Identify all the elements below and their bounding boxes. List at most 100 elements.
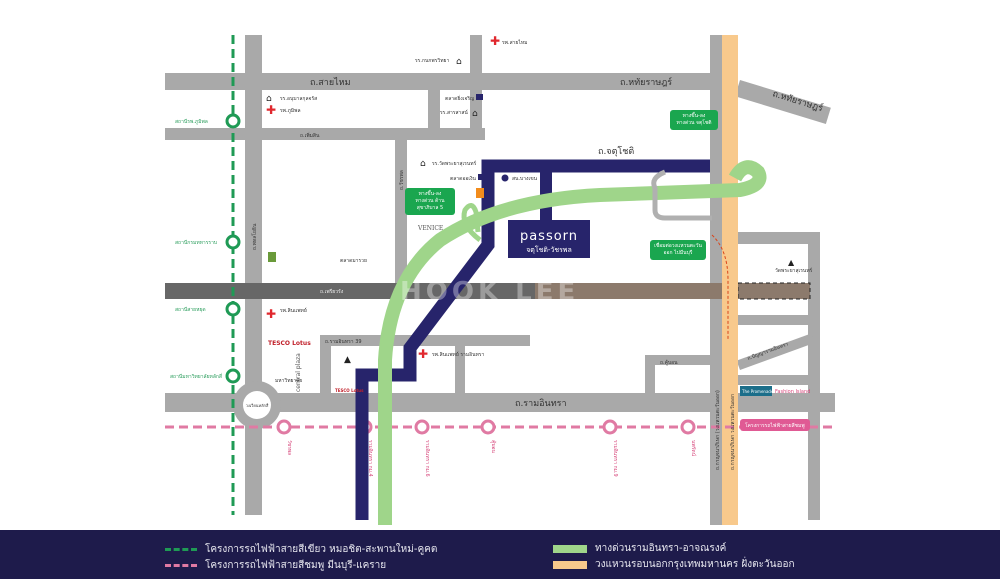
- green-station-label: สถานีมหาวิทยาลัยหลักสี่: [170, 373, 222, 380]
- legend-label: ทางด่วนรามอินทรา-อาจณรงค์: [595, 543, 727, 554]
- tesco-logo: TESCO Lotus: [268, 340, 311, 347]
- market-icon: [476, 94, 483, 100]
- green-station[interactable]: [225, 113, 241, 129]
- store-icon: [268, 252, 276, 262]
- roundabout-center: [243, 391, 271, 419]
- hospital-icon: ✚: [490, 34, 500, 48]
- road-north-spur: [470, 35, 482, 140]
- legend-label: วงแหวนรอบนอกกรุงเทพมหานคร ฝั่งตะวันออก: [595, 559, 795, 570]
- road-label-chatuchot: ถ.จตุโชติ: [598, 146, 634, 157]
- ring-connector: [711, 234, 729, 340]
- school-icon: ⌂: [266, 94, 272, 104]
- road-label-ring: ถ.กาญจนาภิเษก (วงแหวนตะวันออก): [714, 390, 721, 470]
- project-name: passorn: [520, 229, 578, 244]
- road-phoem-sin: [165, 128, 485, 140]
- expressway-ramp: [461, 203, 482, 242]
- green-station-label: สถานีรพ.ภูมิพล: [175, 118, 208, 125]
- school-icon: ⌂: [472, 109, 478, 119]
- school-icon: ⌂: [456, 57, 462, 67]
- school-icon: ⌂: [420, 159, 426, 169]
- place-label: ตลาดออเงิน: [450, 175, 477, 182]
- place-label: รพ.ภูมิพล: [280, 107, 301, 114]
- fashion-island-logo: Fashion Island: [775, 389, 810, 395]
- place-label: วัดพระยาสุเรนทร์: [775, 267, 813, 274]
- green-station-label: สถานีสายหยุด: [175, 306, 206, 313]
- expressway: [378, 160, 767, 525]
- interchange-ramp: [651, 169, 712, 221]
- venice-logo: VENICE: [417, 225, 443, 232]
- road-label-ram-39: ถ.รามอินทรา 39: [325, 338, 362, 345]
- road-label-khu-bon: ถ.คู้บอน: [660, 359, 678, 366]
- road-sai-mai: [165, 73, 725, 90]
- road-dashed-ext: [737, 282, 811, 300]
- callout-chatuchot: ทางขึ้น-ลง ทางด่วน จตุโชติ: [670, 110, 718, 130]
- legend-label: โครงการรถไฟฟ้าสายสีชมพู มีนบุรี-แคราย: [205, 560, 387, 571]
- store-icon: [476, 188, 484, 198]
- legend-pink-line: โครงการรถไฟฟ้าสายสีชมพู มีนบุรี-แคราย: [165, 558, 386, 573]
- green-station-label: สถานีกรมทหารราบ: [175, 239, 217, 246]
- legend-green-line: โครงการรถไฟฟ้าสายสีเขียว หมอชิต-สะพานใหม…: [165, 542, 437, 557]
- roads: [165, 35, 835, 525]
- hospital-icon: ✚: [266, 307, 276, 321]
- place-label: ตลาดยิ่งเจริญ: [445, 95, 474, 102]
- road-east-h: [738, 232, 820, 244]
- road-hathai-rat-ne: [735, 80, 831, 125]
- road-label-phoem-sin: ถ.เพิ่มสิน: [300, 132, 320, 139]
- green-station[interactable]: [225, 301, 241, 317]
- hospital-icon: ✚: [418, 347, 428, 361]
- road-khu-bon-v: [645, 355, 655, 395]
- pink-line-sign: [740, 419, 810, 431]
- promenade-logo: [740, 386, 772, 396]
- temple-icon: ▲: [344, 355, 351, 365]
- central-logo: central plaza: [295, 353, 302, 392]
- legend-ring-road: วงแหวนรอบนอกกรุงเทพมหานคร ฝั่งตะวันออก: [553, 557, 795, 572]
- green-dash-swatch: [165, 548, 197, 551]
- place-label: ตลาดมารวย: [340, 258, 367, 264]
- green-station[interactable]: [225, 368, 241, 384]
- road-label-sai-mai: ถ.สายไหม: [310, 77, 351, 88]
- pink-station[interactable]: [276, 419, 292, 435]
- road-ram-39: [320, 335, 530, 346]
- project-box: [508, 220, 590, 258]
- place-label: รพ.สินแพทย์: [280, 307, 307, 314]
- green-station[interactable]: [225, 234, 241, 250]
- place-label: รพ.สายไหม: [502, 39, 527, 46]
- place-label: รร.สารสาสน์: [440, 109, 468, 116]
- pink-station-label: นพรัตน์: [690, 440, 697, 457]
- green-stations: [225, 113, 241, 384]
- project-subtitle: จตุโชติ-วัชรพล: [526, 245, 572, 254]
- pink-station[interactable]: [680, 419, 696, 435]
- map-legend: โครงการรถไฟฟ้าสายสีเขียว หมอชิต-สะพานใหม…: [0, 530, 1000, 579]
- places: ✚ รพ.สายไหม รร.กนกพรวิทยา ⌂ ⌂ รร.อนุบาลก…: [266, 34, 813, 396]
- place-label: รร.วัดพระยาสุเรนทร์: [432, 160, 477, 167]
- legend-label: โครงการรถไฟฟ้าสายสีเขียว หมอชิต-สะพานใหม…: [205, 544, 438, 555]
- pink-station-label: รามอินทรา กม.6: [424, 440, 431, 477]
- place-label: สน.บางเขน: [512, 176, 538, 182]
- road-ram-inthra: [165, 393, 835, 412]
- road-east-h3: [738, 375, 820, 385]
- pink-station-label: รามอินทรา กม.9: [612, 440, 619, 477]
- place-label: รร.อนุบาลกุลจรัส: [280, 96, 317, 102]
- road-label-phahonyothin: ถ.พหลโยธิน: [251, 223, 258, 250]
- area-map: สถานีรพ.ภูมิพล สถานีกรมทหารราบ สถานีสายห…: [165, 34, 835, 525]
- pink-station[interactable]: [414, 419, 430, 435]
- road-ring-service: [710, 35, 722, 525]
- pink-station-label: คู้บอน: [490, 440, 497, 454]
- road-label-hathai-rat: ถ.หทัยราษฎร์: [620, 76, 672, 88]
- pink-station[interactable]: [480, 419, 496, 435]
- road-panya: [736, 333, 816, 370]
- road-khu-bon-h: [645, 355, 715, 365]
- place-label: มหาวิทยาลัย: [275, 377, 302, 384]
- navy-route: [355, 159, 710, 520]
- hospital-icon: ✚: [266, 103, 276, 117]
- road-watcharaphon: [395, 140, 407, 285]
- road-soi-1: [428, 90, 440, 140]
- pink-dash-swatch: [165, 564, 197, 567]
- expressway-swatch: [553, 544, 587, 553]
- callout-ring-connect: เชื่อมต่อวงแหวนตะวันออก ไปมีนบุรี: [650, 240, 706, 260]
- pink-station[interactable]: [602, 419, 618, 435]
- road-label-phraya-suren: ถ.เพรียวรัง: [320, 288, 344, 295]
- police-icon: [501, 174, 509, 182]
- place-label: รร.กนกพรวิทยา: [415, 57, 449, 64]
- road-ram-39-v: [320, 335, 331, 395]
